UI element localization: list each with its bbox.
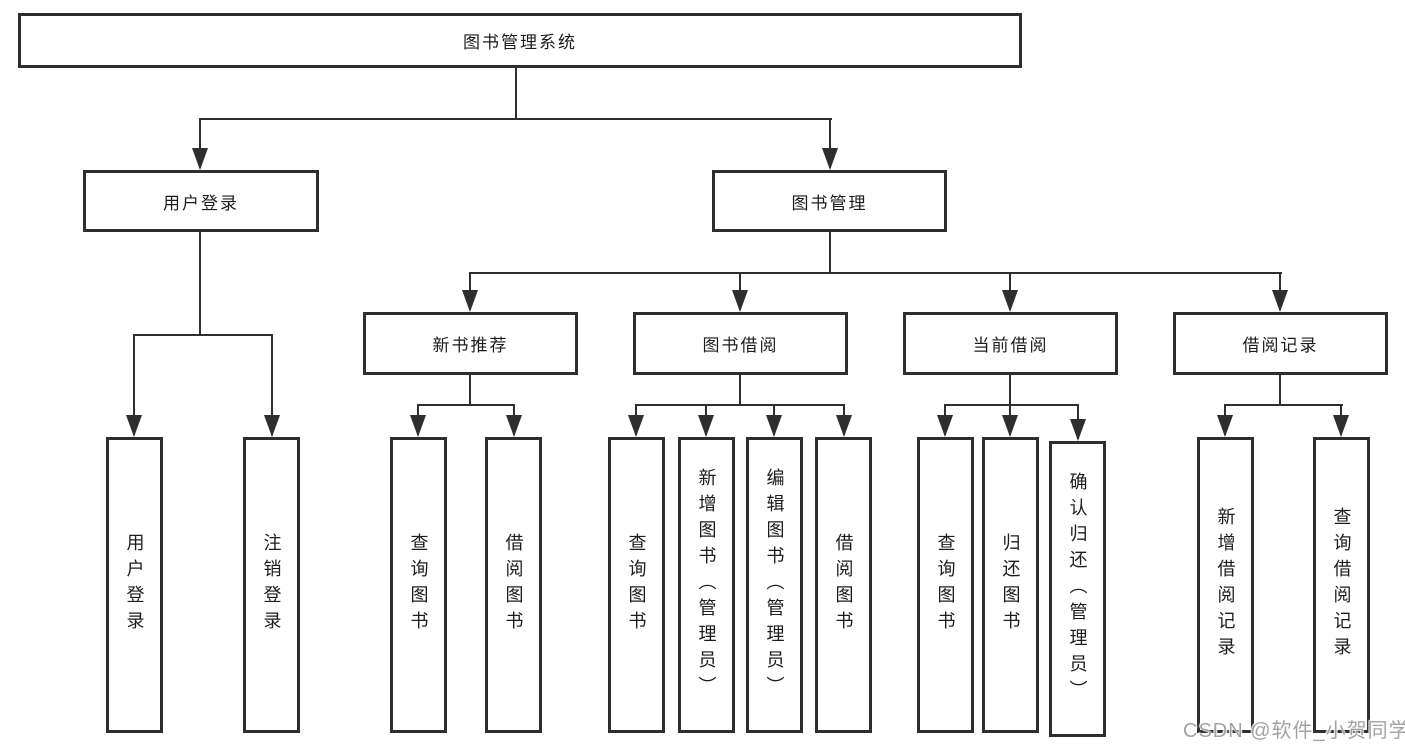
arrow-down-icon bbox=[732, 290, 748, 312]
node-label: 图书管理 bbox=[791, 193, 868, 213]
node-leaf-query-borrow-record: 查询借阅记录 bbox=[1313, 437, 1370, 733]
arrow-down-icon bbox=[192, 148, 208, 170]
connector-line bbox=[1009, 375, 1011, 406]
node-label: 归还图书 bbox=[1000, 533, 1021, 637]
arrow-down-icon bbox=[264, 415, 280, 437]
connector-line bbox=[133, 334, 273, 336]
node-label: 图书借阅 bbox=[702, 336, 779, 355]
arrow-down-icon bbox=[766, 415, 782, 437]
connector-line bbox=[739, 375, 741, 406]
node-leaf-edit-books-admin: 编辑图书（管理员） bbox=[746, 437, 803, 733]
connector-line bbox=[829, 232, 831, 274]
arrow-down-icon bbox=[1002, 290, 1018, 312]
connector-line bbox=[635, 404, 845, 406]
arrow-down-icon bbox=[462, 290, 478, 312]
arrow-down-icon bbox=[1272, 290, 1288, 312]
arrow-down-icon bbox=[628, 415, 644, 437]
connector-line bbox=[133, 334, 135, 435]
node-label: 用户登录 bbox=[163, 193, 239, 213]
node-label: 确认归还（管理员） bbox=[1067, 472, 1088, 706]
node-new-book-recommend: 新书推荐 bbox=[363, 312, 578, 375]
node-leaf-query-books-current: 查询图书 bbox=[917, 437, 974, 733]
node-label: 图书管理系统 bbox=[463, 33, 577, 52]
node-book-management: 图书管理 bbox=[712, 170, 947, 232]
connector-line bbox=[417, 404, 515, 406]
connector-line bbox=[199, 118, 201, 168]
arrow-down-icon bbox=[506, 415, 522, 437]
node-borrow-record: 借阅记录 bbox=[1173, 312, 1388, 375]
node-user-login: 用户登录 bbox=[83, 170, 319, 232]
node-leaf-return-books: 归还图书 bbox=[982, 437, 1039, 733]
arrow-down-icon bbox=[126, 415, 142, 437]
node-leaf-confirm-return-admin: 确认归还（管理员） bbox=[1049, 441, 1106, 737]
node-label: 编辑图书（管理员） bbox=[764, 468, 785, 702]
arrow-down-icon bbox=[698, 415, 714, 437]
node-leaf-logout: 注销登录 bbox=[243, 437, 300, 733]
arrow-down-icon bbox=[836, 415, 852, 437]
node-leaf-borrow-books-recommend: 借阅图书 bbox=[485, 437, 542, 733]
node-label: 注销登录 bbox=[261, 533, 282, 637]
node-leaf-user-login: 用户登录 bbox=[106, 437, 163, 733]
node-leaf-query-books-borrow: 查询图书 bbox=[608, 437, 665, 733]
node-book-borrow: 图书借阅 bbox=[633, 312, 848, 375]
csdn-watermark: CSDN @软件_小贺同学 bbox=[1183, 720, 1405, 742]
connector-line bbox=[199, 232, 201, 336]
arrow-down-icon bbox=[1217, 415, 1233, 437]
connector-line bbox=[199, 118, 832, 120]
connector-line bbox=[1224, 404, 1343, 406]
node-label: 新书推荐 bbox=[432, 336, 509, 355]
connector-line bbox=[469, 272, 1282, 274]
node-label: 新增图书（管理员） bbox=[696, 468, 717, 702]
connector-line bbox=[271, 334, 273, 435]
node-leaf-add-borrow-record: 新增借阅记录 bbox=[1197, 437, 1254, 733]
node-label: 借阅记录 bbox=[1242, 336, 1319, 355]
node-label: 查询借阅记录 bbox=[1331, 507, 1352, 663]
node-leaf-add-books-admin: 新增图书（管理员） bbox=[678, 437, 735, 733]
node-label: 查询图书 bbox=[935, 533, 956, 637]
node-label: 新增借阅记录 bbox=[1215, 507, 1236, 663]
arrow-down-icon bbox=[1070, 419, 1086, 441]
connector-line bbox=[944, 404, 1079, 406]
connector-line bbox=[515, 68, 517, 120]
node-current-borrow: 当前借阅 bbox=[903, 312, 1118, 375]
node-label: 借阅图书 bbox=[833, 533, 854, 637]
connector-line bbox=[1279, 375, 1281, 406]
node-label: 借阅图书 bbox=[503, 533, 524, 637]
arrow-down-icon bbox=[822, 148, 838, 170]
connector-line bbox=[829, 118, 831, 168]
connector-line bbox=[469, 375, 471, 406]
arrow-down-icon bbox=[937, 415, 953, 437]
node-library-system: 图书管理系统 bbox=[18, 13, 1022, 68]
arrow-down-icon bbox=[410, 415, 426, 437]
node-label: 用户登录 bbox=[124, 533, 145, 637]
node-label: 查询图书 bbox=[626, 533, 647, 637]
node-label: 查询图书 bbox=[408, 533, 429, 637]
node-leaf-borrow-books: 借阅图书 bbox=[815, 437, 872, 733]
arrow-down-icon bbox=[1002, 415, 1018, 437]
arrow-down-icon bbox=[1333, 415, 1349, 437]
node-label: 当前借阅 bbox=[972, 336, 1049, 355]
node-leaf-query-books-recommend: 查询图书 bbox=[390, 437, 447, 733]
